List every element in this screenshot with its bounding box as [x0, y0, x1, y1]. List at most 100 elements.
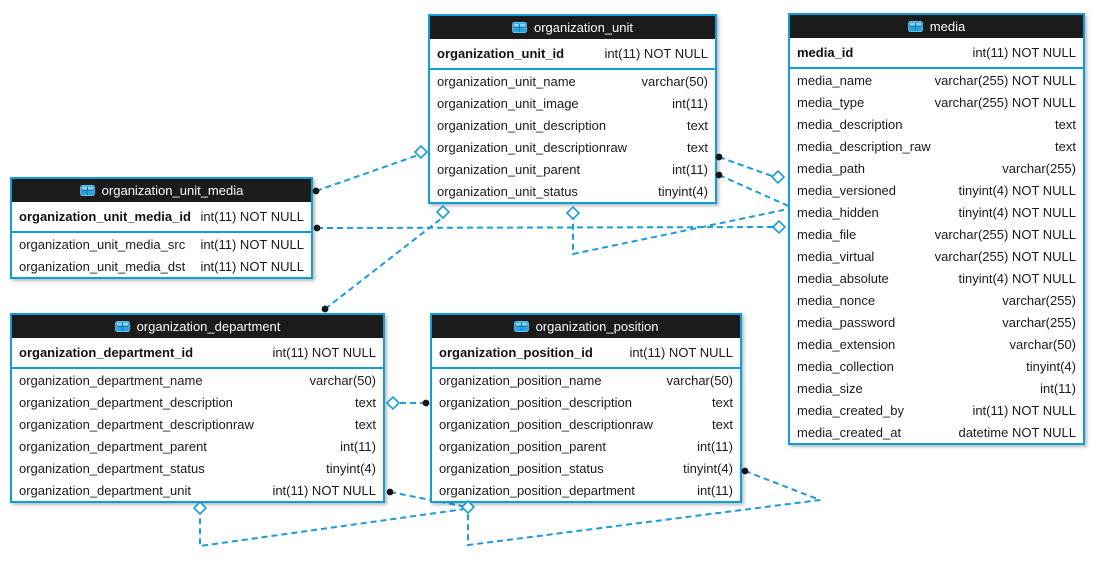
column-name: organization_unit_image — [437, 95, 579, 111]
column-type: text — [1055, 138, 1076, 154]
relationship-organization_unit-to-organization_unit[interactable] — [572, 174, 797, 256]
column-name: organization_department_name — [19, 372, 203, 388]
table-icon — [513, 321, 529, 332]
column-type: tinyint(4) NOT NULL — [958, 182, 1076, 198]
relationship-organization_position-to-organization_position[interactable] — [467, 470, 821, 547]
relationship-organization_unit-to-media[interactable] — [718, 156, 773, 177]
column-type: varchar(50) — [309, 372, 376, 388]
column-name: organization_department_unit — [19, 482, 192, 498]
column-name: media_absolute — [797, 270, 889, 286]
table-organization_unit_media[interactable]: organization_unit_media organization_unit… — [10, 177, 313, 279]
table-organization_department[interactable]: organization_department organization_depa… — [10, 313, 385, 503]
table-header-organization_position[interactable]: organization_position — [432, 315, 740, 338]
column-type: int(11) — [1040, 380, 1076, 396]
column-type: tinyint(4) NOT NULL — [958, 270, 1076, 286]
table-icon — [114, 321, 130, 332]
column-row: organization_position_status tinyint(4) — [432, 457, 740, 479]
table-icon — [907, 21, 923, 32]
column-type: text — [712, 394, 733, 410]
column-name: organization_unit_status — [437, 183, 578, 199]
column-type: varchar(50) — [641, 73, 708, 89]
column-type: int(11) — [672, 161, 708, 177]
column-name: media_password — [797, 314, 896, 330]
relationship-organization_unit_media-to-organization_unit[interactable] — [315, 152, 425, 192]
column-name: media_collection — [797, 358, 894, 374]
column-name: organization_position_name — [439, 372, 602, 388]
relationship-organization_unit_media-to-media[interactable] — [316, 226, 776, 229]
column-name: media_description — [797, 116, 903, 132]
table-header-organization_unit_media[interactable]: organization_unit_media — [12, 179, 311, 202]
column-type: int(11) NOT NULL — [629, 345, 733, 360]
table-title: media — [929, 19, 966, 34]
column-type: int(11) NOT NULL — [200, 209, 304, 224]
column-name: organization_position_department — [439, 482, 635, 498]
table-header-organization_department[interactable]: organization_department — [12, 315, 383, 338]
column-name: organization_department_description — [19, 394, 233, 410]
column-name: organization_unit_media_dst — [19, 258, 186, 274]
column-type: tinyint(4) NOT NULL — [958, 204, 1076, 220]
column-type: int(11) NOT NULL — [604, 46, 708, 61]
column-type: varchar(255) NOT NULL — [934, 72, 1076, 88]
column-type: text — [712, 416, 733, 432]
table-title: organization_unit — [533, 20, 634, 35]
table-title: organization_department — [136, 319, 281, 334]
relationship-organization_department-to-organization_unit[interactable] — [324, 217, 443, 310]
column-row: organization_position_name varchar(50) — [432, 369, 740, 391]
column-type: varchar(50) — [666, 372, 733, 388]
column-name: media_name — [797, 72, 873, 88]
column-type: int(11) — [340, 438, 376, 454]
column-name: media_extension — [797, 336, 896, 352]
column-type: varchar(255) — [1002, 292, 1076, 308]
column-row: media_description_raw text — [790, 135, 1083, 157]
column-name: organization_unit_name — [437, 73, 576, 89]
column-type: int(11) NOT NULL — [200, 236, 304, 252]
column-name: organization_position_status — [439, 460, 604, 476]
table-icon — [79, 185, 95, 196]
column-name: organization_unit_descriptionraw — [437, 139, 628, 155]
column-name: media_versioned — [797, 182, 897, 198]
column-name: media_description_raw — [797, 138, 931, 154]
column-name: organization_unit_description — [437, 117, 607, 133]
column-name: media_virtual — [797, 248, 875, 264]
column-name: organization_department_descriptionraw — [19, 416, 254, 432]
table-title: organization_unit_media — [101, 183, 244, 198]
column-type: varchar(255) NOT NULL — [934, 248, 1076, 264]
column-row: media_virtual varchar(255) NOT NULL — [790, 245, 1083, 267]
table-header-organization_unit[interactable]: organization_unit — [430, 16, 715, 39]
column-row: organization_department_unit int(11) NOT … — [12, 479, 383, 501]
column-name: media_size — [797, 380, 863, 396]
column-name: organization_position_descriptionraw — [439, 416, 653, 432]
column-row: organization_position_descriptionraw text — [432, 413, 740, 435]
column-name: media_type — [797, 94, 865, 110]
table-header-media[interactable]: media — [790, 15, 1083, 38]
column-name: media_created_by — [797, 402, 904, 418]
column-name: organization_position_parent — [439, 438, 606, 454]
column-type: int(11) NOT NULL — [272, 482, 376, 498]
column-type: tinyint(4) — [683, 460, 733, 476]
table-organization_position[interactable]: organization_position organization_positi… — [430, 313, 742, 503]
